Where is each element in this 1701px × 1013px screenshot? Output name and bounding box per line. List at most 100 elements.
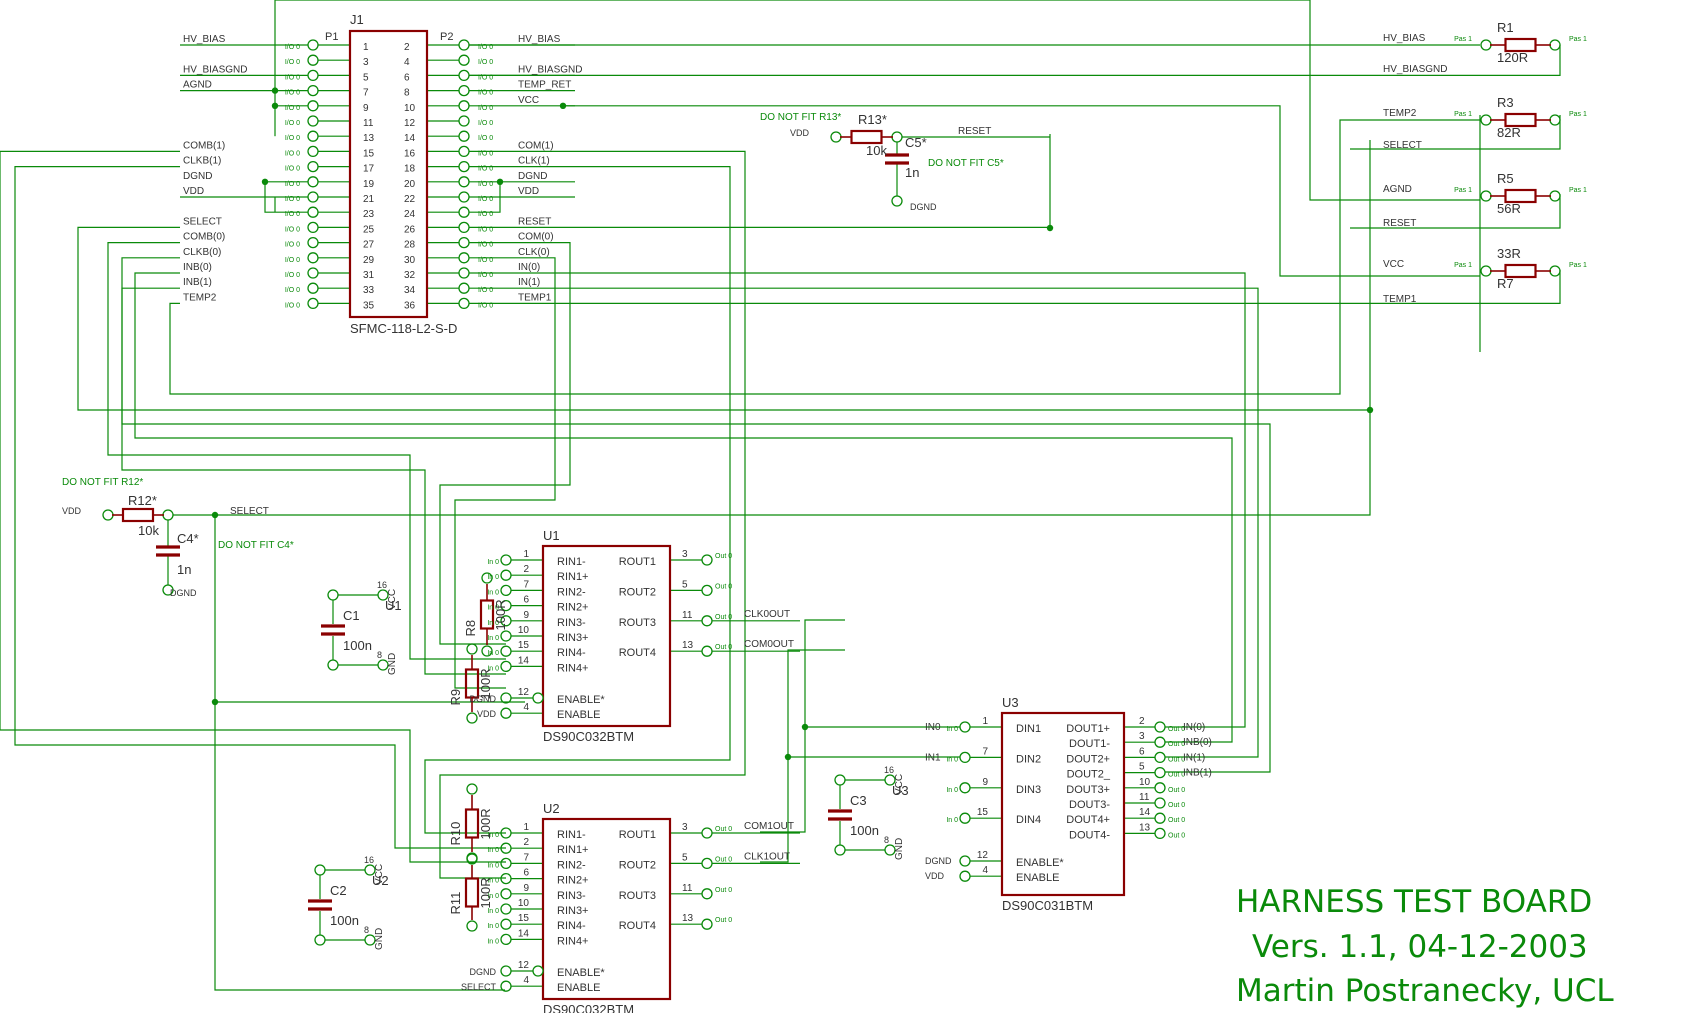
u3-output-label: DOUT1+	[1066, 723, 1110, 735]
u1-pin-tag: In 0	[487, 635, 499, 642]
j1-right-pin-terminal	[458, 69, 470, 82]
j1-pin-number: 22	[404, 194, 416, 205]
reset-gnd-label: DGND	[910, 202, 937, 212]
title-line-2: Vers. 1.1, 04-12-2003	[1252, 929, 1588, 965]
u2-input-terminal	[500, 857, 512, 870]
title-line-1: HARNESS TEST BOARD	[1236, 884, 1592, 920]
u3-output-label: DOUT1-	[1069, 738, 1110, 750]
j1-left-pin-terminal	[307, 176, 319, 188]
j1-right-pin-terminal	[458, 191, 470, 203]
u2-input-label: RIN1-	[557, 829, 586, 841]
j1-left-net-label: AGND	[183, 80, 212, 91]
j1-pin-number: 28	[404, 240, 416, 251]
u1-pin-tag: Out 0	[715, 644, 732, 651]
j1-pin-number: 6	[404, 72, 410, 83]
j1-pin-tag: I/O 0	[285, 242, 300, 249]
net-temp1	[469, 270, 1561, 304]
net-reset-r	[1350, 194, 1561, 229]
u2-output-label: ROUT1	[619, 829, 656, 841]
j1-left-pin-terminal	[307, 69, 319, 82]
u1-input-pin: 14	[518, 655, 530, 666]
j1-right-pin-terminal	[458, 282, 470, 294]
u2-input-terminal	[500, 888, 512, 900]
j1-pin-tag: I/O 0	[285, 257, 300, 264]
net-vcc	[563, 105, 1480, 277]
net-clkb0	[121, 257, 506, 675]
u1-input-label: RIN2-	[557, 586, 586, 598]
j1-right-pin-terminal	[458, 115, 470, 127]
j1-pin-tag: I/O 0	[285, 211, 300, 218]
u1-output-label: ROUT2	[619, 586, 656, 598]
u3-output-terminal	[1154, 721, 1166, 733]
j1-pin-number: 7	[363, 88, 369, 99]
bank-resistor-value: 120R	[1497, 50, 1528, 65]
j1-left-net-label: TEMP2	[183, 292, 217, 303]
bank-right-net: RESET	[1383, 218, 1416, 229]
u2-input-pin: 6	[523, 868, 529, 879]
junction-dot	[271, 87, 279, 94]
u2-input-label: RIN3-	[557, 890, 586, 902]
u1-input-terminal	[500, 660, 512, 673]
u2-output-label: ROUT3	[619, 890, 656, 902]
decap-unit-label: U1	[385, 598, 402, 613]
u1-out-net-label: COM0OUT	[744, 639, 794, 650]
j1-right-pin-terminal	[458, 297, 470, 310]
j1-pin-tag: I/O 0	[285, 226, 300, 233]
u2-pin-tag: Out 0	[715, 856, 732, 863]
decap-bottom-terminal	[314, 934, 326, 946]
reset-gnd-terminal	[891, 195, 903, 207]
u1-enable-terminal	[500, 692, 512, 704]
u3-pin-tag: Out 0	[1168, 802, 1185, 809]
u3-input-label: DIN3	[1016, 784, 1041, 796]
net-temp2	[169, 119, 1480, 395]
u1-input-terminal	[500, 569, 512, 581]
u3-output-terminal	[1154, 827, 1166, 840]
u3-output-pin: 6	[1139, 746, 1145, 757]
u1-output-terminal	[701, 645, 713, 657]
bank-pin-tag: Pas 1	[1454, 111, 1472, 118]
j1-pin-number: 1	[363, 42, 369, 53]
j1-pin-tag: I/O 0	[478, 196, 493, 203]
bank-right-terminal	[1549, 265, 1561, 277]
u1-enable-net: DGND	[470, 694, 497, 704]
j1-left-pin-terminal	[307, 252, 319, 264]
select-note-r12: DO NOT FIT R12*	[62, 477, 143, 488]
u3-input-terminal	[959, 751, 971, 764]
j1-pin-number: 35	[363, 300, 375, 311]
connector-j1-ref: J1	[350, 12, 364, 27]
j1-pin-number: 16	[404, 148, 416, 159]
u1-enable-terminal	[500, 707, 512, 719]
u2-input-pin: 1	[523, 822, 529, 833]
u2-pin-tag: Out 0	[715, 917, 732, 924]
j1-right-pin-terminal	[458, 145, 470, 158]
j1-pin-number: 27	[363, 240, 375, 251]
u1-input-pin: 7	[523, 579, 529, 590]
j1-pin-number: 3	[363, 57, 369, 68]
decap-vcc-pin: 16	[884, 765, 894, 775]
u2-input-pin: 7	[523, 852, 529, 863]
j1-right-pin-terminal	[458, 54, 470, 66]
net-comb1	[0, 150, 506, 863]
u2-input-label: RIN4-	[557, 920, 586, 932]
u2-output-pin: 11	[682, 883, 693, 894]
u2-input-terminal	[500, 918, 512, 930]
u3-out-net-label: IN(1)	[1183, 752, 1205, 763]
j1-right-net-label: HV_BIAS	[518, 34, 561, 45]
j1-pin-tag: I/O 0	[285, 120, 300, 127]
u1-input-label: RIN3-	[557, 617, 586, 629]
j1-pin-number: 13	[363, 133, 375, 144]
term-res-value: 100R	[478, 808, 493, 839]
j1-pin-number: 19	[363, 179, 375, 190]
connector-j1-body	[348, 29, 429, 319]
j1-pin-tag: I/O 0	[285, 150, 300, 157]
u3-output-pin: 3	[1139, 731, 1145, 742]
u2-pin-tag: In 0	[487, 908, 499, 915]
select-r12-value: 10k	[138, 523, 159, 538]
j1-left-pin-terminal	[307, 297, 319, 310]
decap-vcc-label: VCC	[894, 774, 905, 795]
j1-right-pin-terminal	[458, 206, 470, 218]
j1-right-pin-terminal	[458, 100, 470, 112]
u2-enable-pin: 4	[523, 975, 529, 986]
u3-out-net-label: IN(0)	[1183, 722, 1205, 733]
j1-right-net-label: TEMP1	[518, 292, 552, 303]
